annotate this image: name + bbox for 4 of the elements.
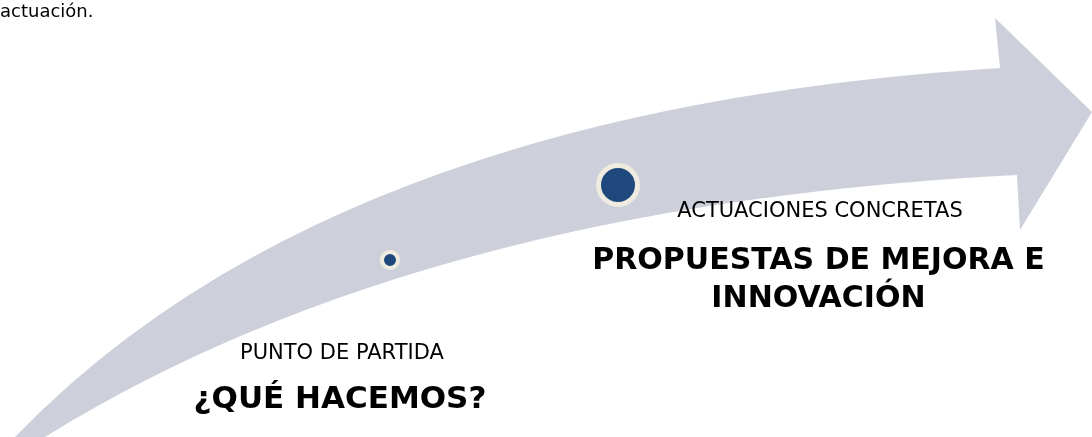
text-fragment: actuación. [0, 0, 94, 22]
milestone-title: ¿QUÉ HACEMOS? [192, 378, 488, 417]
milestone-title: PROPUESTAS DE MEJORA E INNOVACIÓN [591, 240, 1046, 315]
milestone-subtitle: ACTUACIONES CONCRETAS [676, 198, 964, 222]
